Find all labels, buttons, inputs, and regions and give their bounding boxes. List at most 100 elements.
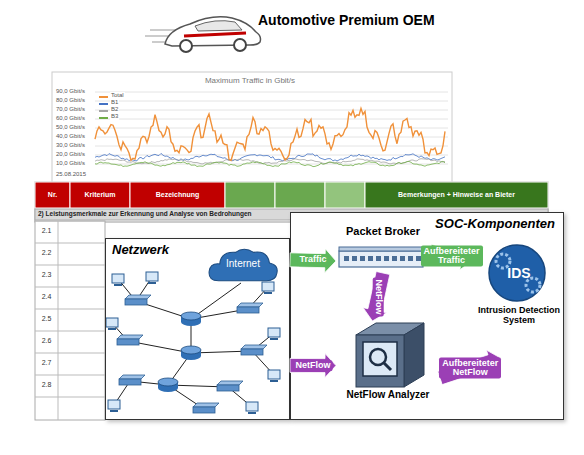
node-text: NetFlow Analyzer xyxy=(336,389,440,400)
legend-swatch xyxy=(99,103,108,105)
computer-icon xyxy=(108,400,120,409)
switch-icon xyxy=(117,335,143,339)
grid-line xyxy=(95,128,448,129)
port xyxy=(376,256,381,261)
computer-icon xyxy=(270,338,278,340)
switch-icon xyxy=(119,375,145,379)
switch-icon xyxy=(241,345,267,349)
table-header: Nr. xyxy=(35,191,70,199)
svg-shape xyxy=(365,182,548,208)
grid-line xyxy=(95,101,448,102)
data-line xyxy=(95,153,445,161)
ids-node: IDSIntrusion Detection System xyxy=(473,243,565,358)
computer-icon xyxy=(262,282,274,291)
block-arrow xyxy=(363,272,390,322)
computer-icon xyxy=(112,274,124,283)
switch-icon xyxy=(237,303,263,307)
port xyxy=(344,256,349,261)
axis-tick: 20,0 Gbit/s xyxy=(56,151,85,158)
svg-shape xyxy=(275,182,325,208)
svg-shape xyxy=(404,323,424,387)
arrow-label: NetFlow xyxy=(294,360,333,371)
legend-text: Total xyxy=(110,92,125,99)
svg-shape xyxy=(70,182,130,208)
row-line xyxy=(35,265,105,266)
port xyxy=(384,256,389,261)
node-text: Packet Broker xyxy=(336,225,430,237)
svg-shape xyxy=(165,17,261,46)
grid-line xyxy=(95,119,448,120)
computer-icon xyxy=(108,328,116,330)
svg-shape xyxy=(35,221,105,420)
svg-shape xyxy=(384,363,391,370)
svg-shape xyxy=(180,40,192,52)
node-text: IDS xyxy=(473,265,565,281)
computer-icon xyxy=(270,380,278,382)
legend-text: B2 xyxy=(110,106,119,113)
switch-icon xyxy=(117,339,139,345)
switch-icon xyxy=(119,379,141,385)
switch-icon xyxy=(193,403,219,407)
logo-title: Automotive Premium OEM xyxy=(258,12,435,28)
arrow-label: Aufbereiteter Traffic xyxy=(421,245,483,266)
soc-panel: SOC-Komponenten Packet Broker NetFlow An… xyxy=(290,212,564,420)
block-arrow xyxy=(290,249,336,273)
axis-tick: 50,0 Gbit/s xyxy=(56,124,85,131)
switch-icon xyxy=(217,381,243,385)
port xyxy=(392,256,397,261)
axis-date: 25.08.2015 xyxy=(56,171,86,178)
switch-icon xyxy=(125,299,147,305)
row-line xyxy=(35,243,105,244)
row-line xyxy=(35,353,105,354)
row-number: 2.6 xyxy=(35,337,58,345)
computer-icon xyxy=(114,284,122,286)
table-header: Bemerkungen + Hinweise an Bieter xyxy=(365,191,548,199)
svg-shape xyxy=(35,221,105,420)
grid-line xyxy=(95,155,448,156)
ids-gear-icon xyxy=(473,243,561,358)
row-line xyxy=(35,397,105,398)
netflow-analyzer: NetFlow Analyzer xyxy=(336,321,440,416)
packet-broker: Packet Broker xyxy=(336,225,430,273)
legend-swatch xyxy=(99,110,108,112)
table-header: Kriterium xyxy=(70,191,130,199)
svg-shape xyxy=(195,21,242,31)
router-icon xyxy=(158,378,178,386)
table-section-row: 2) Leistungsmerkmale zur Erkennung und A… xyxy=(38,210,252,217)
port xyxy=(400,256,405,261)
axis-tick: 60,0 Gbit/s xyxy=(56,115,85,122)
router-icon xyxy=(181,346,201,354)
row-number: 2.2 xyxy=(35,249,58,257)
svg-shape xyxy=(356,335,404,387)
traffic-chart xyxy=(0,0,584,200)
row-line xyxy=(35,375,105,376)
arrow-label: NetFlow xyxy=(372,278,383,317)
computer-icon xyxy=(268,328,280,337)
svg-shape xyxy=(363,342,397,376)
svg-shape xyxy=(184,33,246,36)
axis-tick: 80,0 Gbit/s xyxy=(56,97,85,104)
node-text: Internet xyxy=(206,245,280,283)
axis-tick: 10,0 Gbit/s xyxy=(56,160,85,167)
car-logo xyxy=(0,0,584,60)
row-line xyxy=(35,309,105,310)
svg-shape xyxy=(35,182,70,208)
legend-text: B1 xyxy=(110,99,119,106)
computer-icon xyxy=(246,402,258,411)
grid-line xyxy=(95,92,448,93)
row-number: 2.3 xyxy=(35,271,58,279)
svg-shape xyxy=(325,182,365,208)
svg-shape xyxy=(52,72,452,187)
computer-icon xyxy=(268,370,280,379)
row-line xyxy=(35,221,105,222)
row-number: 2.5 xyxy=(35,315,58,323)
computer-icon xyxy=(148,282,156,284)
switch-icon xyxy=(241,349,263,355)
data-line xyxy=(95,161,445,166)
netflow-analyzer-device xyxy=(336,321,436,416)
row-number: 2.7 xyxy=(35,359,58,367)
switch-icon xyxy=(217,385,239,391)
table-header: Bezeichnung xyxy=(130,191,225,199)
computer-icon xyxy=(264,292,272,294)
legend-text: B3 xyxy=(110,113,119,120)
